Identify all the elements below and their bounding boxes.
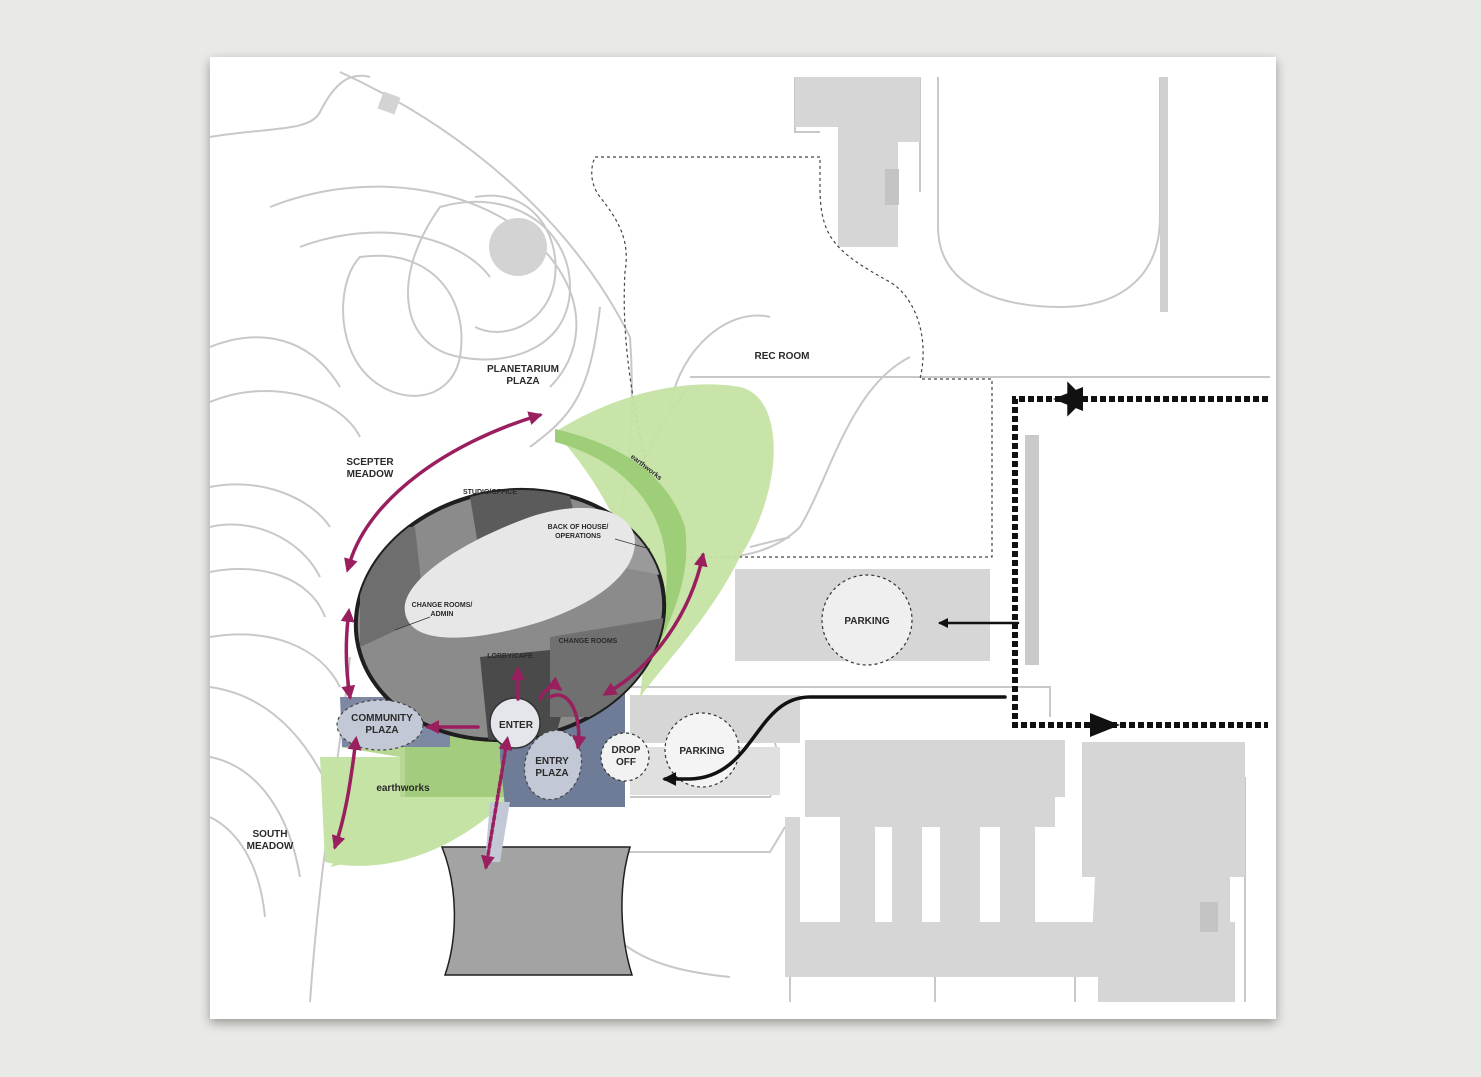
label-drop-off-1: DROP [612, 745, 641, 756]
leader-lines [394, 538, 651, 631]
label-back-of-house-2: OPERATIONS [555, 533, 601, 540]
planetarium-dome [489, 218, 547, 276]
label-lobby-cafe: LOBBY/CAFE [487, 653, 533, 660]
site-plan-diagram: PLANETARIUM PLAZA SCEPTER MEADOW SOUTH M… [210, 71, 1270, 1003]
label-planetarium-plaza-1: PLANETARIUM [487, 364, 559, 375]
label-earthworks-lower: earthworks [376, 783, 430, 794]
label-change-rooms-admin-2: ADMIN [431, 611, 454, 618]
stage-building [440, 846, 634, 976]
label-scepter-meadow-1: SCEPTER [346, 457, 394, 468]
dotted-arrow-icon [1090, 713, 1120, 737]
pedestrian-flow-arrows [331, 411, 708, 870]
label-community-plaza-2: PLAZA [365, 725, 398, 736]
label-rec-room: REC ROOM [755, 351, 810, 362]
magenta-arrow-icon [548, 693, 587, 750]
parking-lower-circle [664, 712, 740, 788]
earthworks-rim-upper [555, 429, 687, 662]
label-back-of-house-1: BACK OF HOUSE/ [548, 524, 609, 531]
drop-off-circle [600, 732, 650, 782]
site-access-route [1012, 396, 1268, 728]
context-linework [210, 71, 1270, 1003]
label-planetarium-plaza-2: PLAZA [506, 376, 539, 387]
magenta-double-arrow-icon [344, 411, 543, 573]
label-change-rooms: CHANGE ROOMS [559, 638, 618, 645]
label-enter: ENTER [499, 720, 534, 731]
arena-bowl [404, 507, 635, 638]
magenta-double-arrow-icon [331, 735, 362, 850]
dotted-arrow-icon [1053, 387, 1083, 411]
vehicle-route [662, 618, 1020, 786]
enter-circle [489, 697, 541, 749]
magenta-double-arrow-icon [480, 735, 513, 870]
label-studio-office: STUDIO/OFFICE [463, 489, 517, 496]
site-plan-sheet: PLANETARIUM PLAZA SCEPTER MEADOW SOUTH M… [210, 57, 1276, 1019]
label-parking-upper: PARKING [844, 616, 890, 627]
parking-upper-circle [821, 574, 913, 666]
track-edge [1160, 77, 1168, 312]
label-entry-plaza-2: PLAZA [535, 768, 568, 779]
label-drop-off-2: OFF [616, 757, 636, 768]
earthworks-zone-lower-fill-2 [320, 757, 510, 866]
label-change-rooms-admin-1: CHANGE ROOMS/ [412, 602, 473, 609]
label-scepter-meadow-2: MEADOW [347, 469, 394, 480]
label-community-plaza-1: COMMUNITY [351, 713, 413, 724]
entry-plaza-oval [523, 729, 583, 801]
label-south-meadow-2: MEADOW [247, 841, 294, 852]
magenta-double-arrow-icon [340, 607, 356, 700]
label-entry-plaza-1: ENTRY [535, 756, 569, 767]
magenta-double-arrow-icon [602, 552, 708, 696]
magenta-arrow-icon [538, 676, 563, 701]
label-parking-lower: PARKING [679, 746, 725, 757]
context-buildings [630, 77, 1245, 1002]
planetarium-kiosk [377, 91, 401, 115]
black-arrow-icon [662, 695, 1007, 786]
label-south-meadow-1: SOUTH [253, 829, 288, 840]
